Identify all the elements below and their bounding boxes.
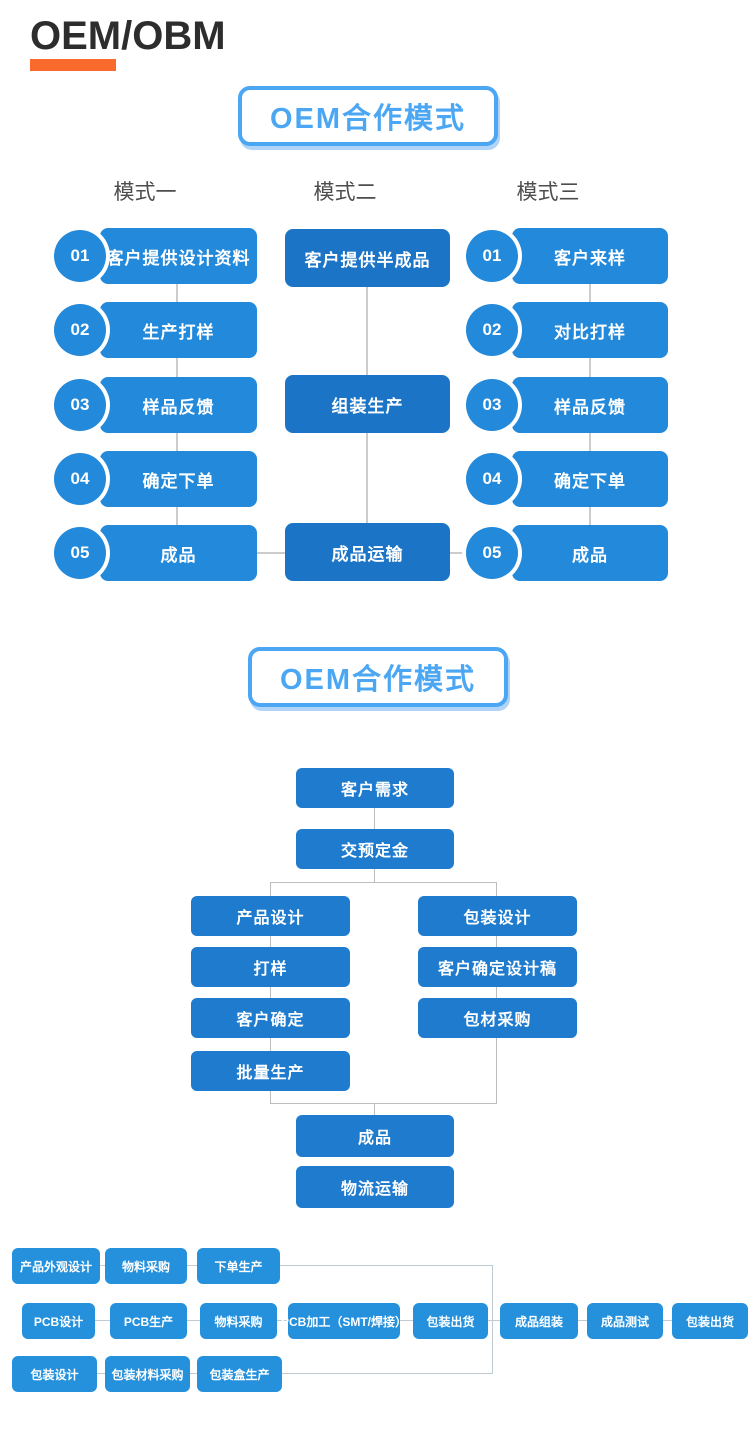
connector-line [176, 358, 178, 377]
flow-box-customer-need: 客户需求 [296, 768, 454, 808]
connector-line [589, 507, 591, 525]
step-bar-m1-5: 成品 [100, 525, 257, 581]
step-badge-m3-5: 05 [462, 523, 522, 583]
connector-line [270, 1103, 497, 1104]
mode-3-label: 模式三 [516, 181, 580, 204]
title-underline-accent [30, 59, 116, 71]
step-number: 05 [54, 527, 106, 579]
connector-line [176, 284, 178, 302]
flow-box-material-purchase: 包材采购 [418, 998, 577, 1038]
step-bar-m1-4: 确定下单 [100, 451, 257, 507]
step-badge-m1-2: 02 [50, 300, 110, 360]
mode2-box-1: 客户提供半成品 [285, 229, 450, 287]
step-bar-m1-3: 样品反馈 [100, 377, 257, 433]
connector-line [496, 1038, 497, 1103]
flow-box-package-design: 包装设计 [418, 896, 577, 936]
small-box-material-purchase-2: 物料采购 [200, 1303, 277, 1339]
small-box-pcb-design: PCB设计 [22, 1303, 95, 1339]
connector-line [257, 552, 285, 554]
flow-box-deposit: 交预定金 [296, 829, 454, 869]
small-box-package-material-purchase: 包装材料采购 [105, 1356, 190, 1392]
connector-line [366, 287, 368, 375]
step-number: 04 [54, 453, 106, 505]
step-bar-m3-5: 成品 [512, 525, 668, 581]
flow-box-product-design: 产品设计 [191, 896, 350, 936]
connector-line [270, 987, 271, 998]
step-badge-m3-1: 01 [462, 226, 522, 286]
step-badge-m1-5: 05 [50, 523, 110, 583]
step-badge-m1-4: 04 [50, 449, 110, 509]
small-box-package-design: 包装设计 [12, 1356, 97, 1392]
connector-line [270, 882, 497, 883]
small-box-pcb-processing: PCB加工（SMT/焊接） [281, 1303, 407, 1339]
step-number: 04 [466, 453, 518, 505]
connector-line [176, 507, 178, 525]
small-box-material-purchase-1: 物料采购 [105, 1248, 187, 1284]
step-bar-m1-2: 生产打样 [100, 302, 257, 358]
banner-oem-mode-1: OEM合作模式 [238, 86, 498, 146]
step-bar-m3-4: 确定下单 [512, 451, 668, 507]
step-badge-m3-3: 03 [462, 375, 522, 435]
banner-oem-mode-2: OEM合作模式 [248, 647, 508, 707]
step-number: 02 [466, 304, 518, 356]
connector-line [270, 1038, 271, 1051]
step-number: 01 [54, 230, 106, 282]
step-bar-m3-2: 对比打样 [512, 302, 668, 358]
small-box-package-shipment-1: 包装出货 [413, 1303, 488, 1339]
connector-line [496, 987, 497, 998]
mode-1-label: 模式一 [113, 181, 177, 204]
flow-box-logistics: 物流运输 [296, 1166, 454, 1208]
small-box-appearance-design: 产品外观设计 [12, 1248, 100, 1284]
connector-line [496, 936, 497, 947]
banner-text: OEM合作模式 [279, 664, 477, 696]
connector-line [374, 808, 375, 829]
connector-line [450, 552, 464, 554]
step-bar-m3-1: 客户来样 [512, 228, 668, 284]
connector-line [496, 882, 497, 896]
small-box-product-assembly: 成品组装 [500, 1303, 578, 1339]
small-box-package-shipment-2: 包装出货 [672, 1303, 748, 1339]
step-badge-m3-4: 04 [462, 449, 522, 509]
step-number: 03 [54, 379, 106, 431]
step-number: 02 [54, 304, 106, 356]
step-bar-m1-1: 客户提供设计资料 [100, 228, 257, 284]
connector-line [589, 358, 591, 377]
step-badge-m1-3: 03 [50, 375, 110, 435]
step-number: 03 [466, 379, 518, 431]
connector-line [374, 1103, 375, 1115]
small-box-package-box-production: 包装盒生产 [197, 1356, 282, 1392]
small-box-product-testing: 成品测试 [587, 1303, 663, 1339]
banner-text: OEM合作模式 [269, 103, 467, 135]
mode-2-label: 模式二 [313, 181, 377, 204]
connector-line [589, 284, 591, 302]
connector-line [270, 882, 271, 896]
page-title: OEM/OBM [30, 14, 226, 58]
connector-line [366, 433, 368, 523]
connector-line [492, 1265, 493, 1374]
mode2-box-3: 成品运输 [285, 523, 450, 581]
flow-box-customer-confirm: 客户确定 [191, 998, 350, 1038]
connector-line [589, 433, 591, 451]
small-box-order-production: 下单生产 [197, 1248, 280, 1284]
connector-line [374, 869, 375, 882]
step-badge-m3-2: 02 [462, 300, 522, 360]
flow-box-finished-product: 成品 [296, 1115, 454, 1157]
step-badge-m1-1: 01 [50, 226, 110, 286]
flow-box-design-draft-confirm: 客户确定设计稿 [418, 947, 577, 987]
step-bar-m3-3: 样品反馈 [512, 377, 668, 433]
connector-line [270, 936, 271, 947]
flow-box-mass-production: 批量生产 [191, 1051, 350, 1091]
connector-line [270, 1091, 271, 1103]
small-box-pcb-production: PCB生产 [110, 1303, 187, 1339]
mode2-box-2: 组装生产 [285, 375, 450, 433]
step-number: 01 [466, 230, 518, 282]
step-number: 05 [466, 527, 518, 579]
connector-line [176, 433, 178, 451]
flow-box-sampling: 打样 [191, 947, 350, 987]
